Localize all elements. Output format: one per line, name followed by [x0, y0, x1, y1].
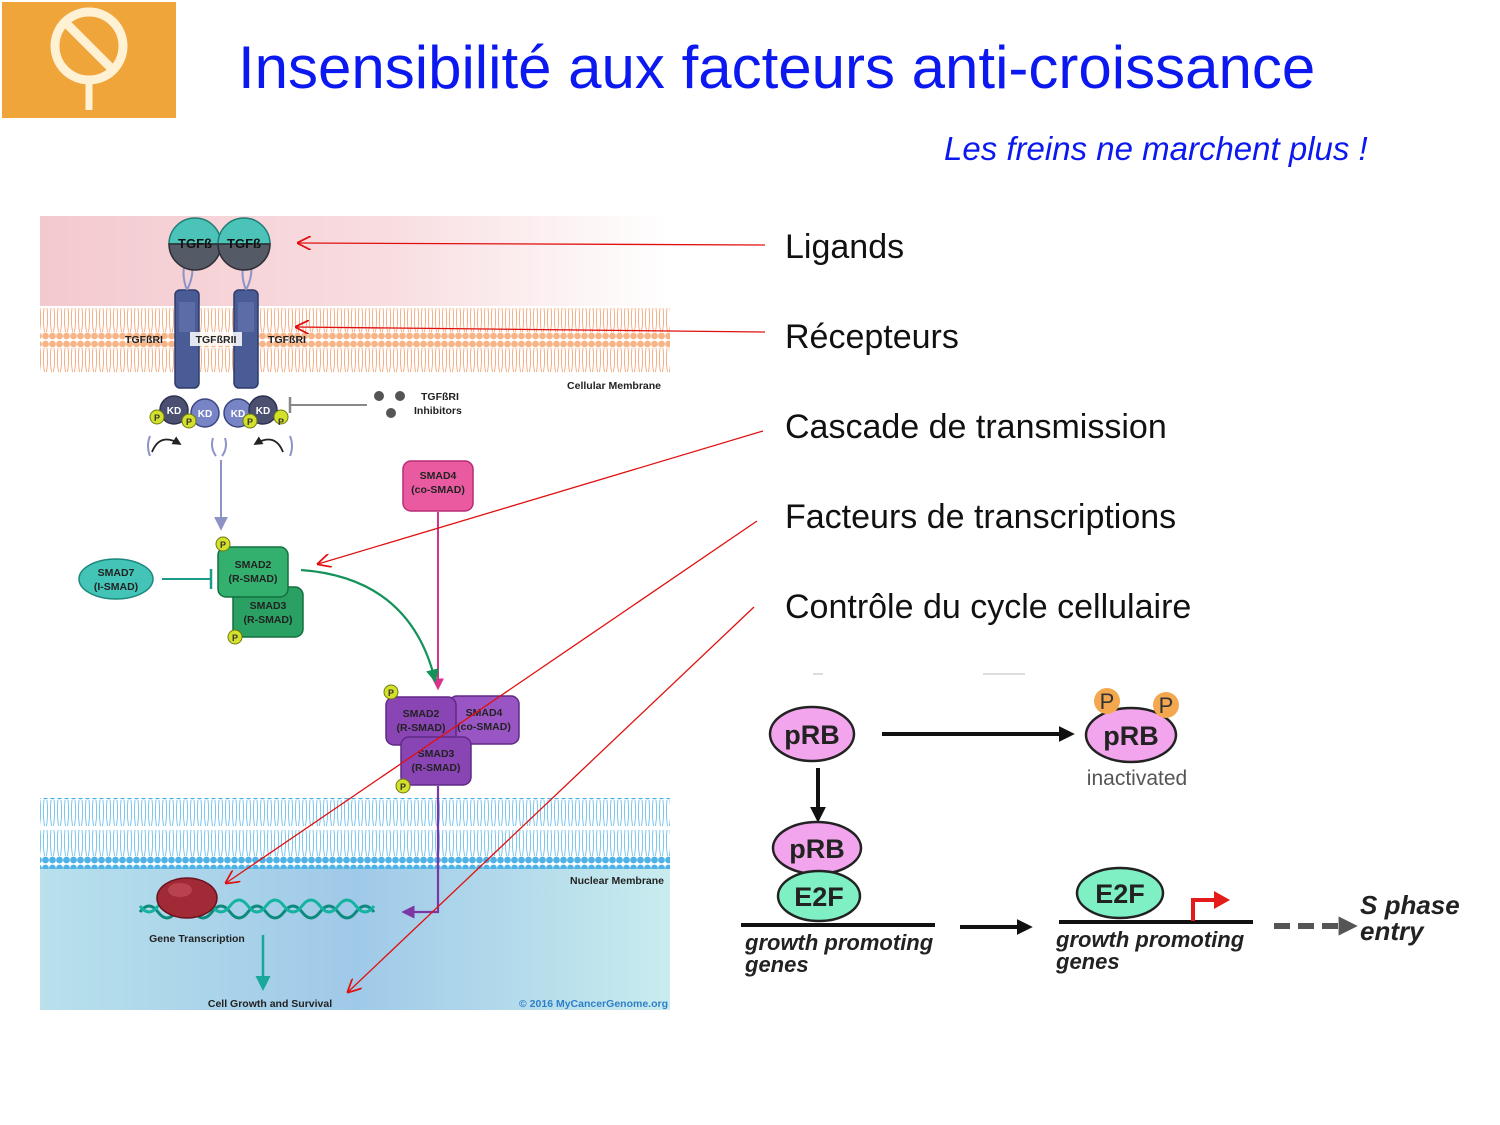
svg-text:P: P [400, 782, 406, 792]
copyright-label: © 2016 MyCancerGenome.org [519, 998, 668, 1010]
svg-text:pRB: pRB [784, 720, 840, 750]
svg-text:P: P [278, 417, 284, 427]
callout-cascade [318, 430, 764, 564]
prb-inactivated: pRB P P inactivated [1084, 688, 1187, 790]
e2f-free: E2F [1075, 866, 1165, 920]
svg-text:TGFß: TGFß [227, 236, 261, 251]
svg-text:SMAD4: SMAD4 [420, 470, 457, 482]
svg-text:KD: KD [198, 409, 212, 420]
genes-label-left-1: growth promoting [744, 930, 934, 955]
svg-text:SMAD2: SMAD2 [235, 559, 272, 571]
tgfb-ligand-1: TGFß [168, 217, 222, 271]
label-ligands: Ligands [785, 228, 905, 266]
slide-subtitle: Les freins ne marchent plus ! [944, 130, 1368, 167]
svg-text:(R-SMAD): (R-SMAD) [412, 762, 461, 774]
tgfbrii-helix [174, 289, 200, 389]
genes-label-left-2: genes [744, 952, 809, 977]
svg-text:(I-SMAD): (I-SMAD) [94, 581, 138, 593]
nuclear-membrane-label: Nuclear Membrane [570, 875, 664, 887]
smad7-i-smad: SMAD7 (I-SMAD) [78, 558, 154, 600]
label-recepteurs: Récepteurs [785, 318, 959, 356]
svg-text:(co-SMAD): (co-SMAD) [457, 721, 511, 733]
tgfbri-helix [233, 289, 259, 389]
tgfb-ligand-2: TGFß [217, 217, 271, 271]
svg-text:SMAD4: SMAD4 [466, 707, 503, 719]
no-entry-logo [2, 2, 176, 118]
nuclear-membrane [40, 798, 670, 870]
svg-text:P: P [232, 633, 238, 643]
gene-transcription-dna: Gene Transcription [138, 877, 376, 945]
extracellular-space [40, 216, 670, 306]
svg-text:pRB: pRB [789, 834, 845, 864]
callout-ligands [298, 243, 766, 245]
no-entry-sign-icon [50, 7, 128, 110]
svg-text:E2F: E2F [1095, 879, 1145, 909]
tgfb-receptor-complex: TGFß TGFß TGFßRI TGFßRII TGFßRI KD KD KD… [125, 217, 306, 457]
kinase-domains: KD KD KD KD [159, 395, 278, 428]
svg-text:pRB: pRB [1103, 721, 1159, 751]
smad-complex: SMAD2 (R-SMAD) SMAD4 (co-SMAD) SMAD3 (R-… [383, 684, 520, 794]
s-phase-label-2: entry [1360, 916, 1425, 946]
inhibitors-label-1: TGFßRI [421, 391, 459, 403]
svg-text:P: P [220, 540, 226, 550]
svg-text:P: P [154, 413, 160, 423]
s-phase-label-1: S phase [1360, 890, 1460, 920]
receptor-phospho-groups: P P P P [149, 409, 289, 429]
svg-text:P: P [1159, 693, 1174, 718]
nucleus [40, 869, 670, 1010]
label-cascade: Cascade de transmission [785, 408, 1167, 446]
callout-cycle [348, 606, 755, 992]
prb-active: pRB [768, 705, 856, 763]
gene-transcription-label: Gene Transcription [149, 933, 245, 945]
svg-text:(R-SMAD): (R-SMAD) [244, 614, 293, 626]
rna-polymerase [156, 877, 218, 919]
svg-text:(co-SMAD): (co-SMAD) [411, 484, 465, 496]
svg-text:P: P [1100, 689, 1115, 714]
slide-title: Insensibilité aux facteurs anti-croissan… [238, 34, 1316, 101]
callout-facteurs [226, 520, 758, 883]
svg-text:P: P [388, 688, 394, 698]
callout-recepteurs [296, 327, 766, 332]
svg-text:KD: KD [231, 409, 245, 420]
smad4-co-smad: SMAD4 (co-SMAD) [402, 460, 474, 512]
genes-label-right-2: genes [1055, 949, 1120, 974]
svg-text:TGFß: TGFß [178, 236, 212, 251]
genes-label-right-1: growth promoting [1055, 927, 1245, 952]
svg-text:KD: KD [256, 406, 270, 417]
cellular-membrane [40, 304, 670, 374]
svg-text:SMAD7: SMAD7 [98, 567, 135, 579]
transcription-start-flag-icon [1191, 891, 1230, 921]
cell-growth-label: Cell Growth and Survival [208, 998, 332, 1010]
svg-text:E2F: E2F [794, 882, 844, 912]
prb-e2f-bound: pRB E2F [771, 820, 863, 923]
svg-text:SMAD3: SMAD3 [418, 748, 455, 760]
svg-text:(R-SMAD): (R-SMAD) [229, 573, 278, 585]
inactivated-label: inactivated [1087, 767, 1187, 790]
tgfbri-label-right: TGFßRI [268, 334, 306, 346]
label-facteurs-transcription: Facteurs de transcriptions [785, 498, 1177, 536]
cellular-membrane-label: Cellular Membrane [567, 380, 661, 392]
svg-text:P: P [247, 417, 253, 427]
tgfbri-inhibitors: TGFßRI Inhibitors [288, 391, 462, 418]
svg-text:SMAD2: SMAD2 [403, 708, 440, 720]
svg-text:(R-SMAD): (R-SMAD) [397, 722, 446, 734]
tgfbrii-label: TGFßRII [196, 334, 237, 346]
svg-text:KD: KD [167, 406, 181, 417]
svg-text:P: P [186, 417, 192, 427]
svg-text:SMAD3: SMAD3 [250, 600, 287, 612]
smad2-smad3-r-smad: SMAD2 (R-SMAD) SMAD3 (R-SMAD) P P [215, 536, 304, 645]
tgfbri-label-left: TGFßRI [125, 334, 163, 346]
label-controle-cycle: Contrôle du cycle cellulaire [785, 588, 1192, 626]
inhibitors-label-2: Inhibitors [414, 405, 462, 417]
